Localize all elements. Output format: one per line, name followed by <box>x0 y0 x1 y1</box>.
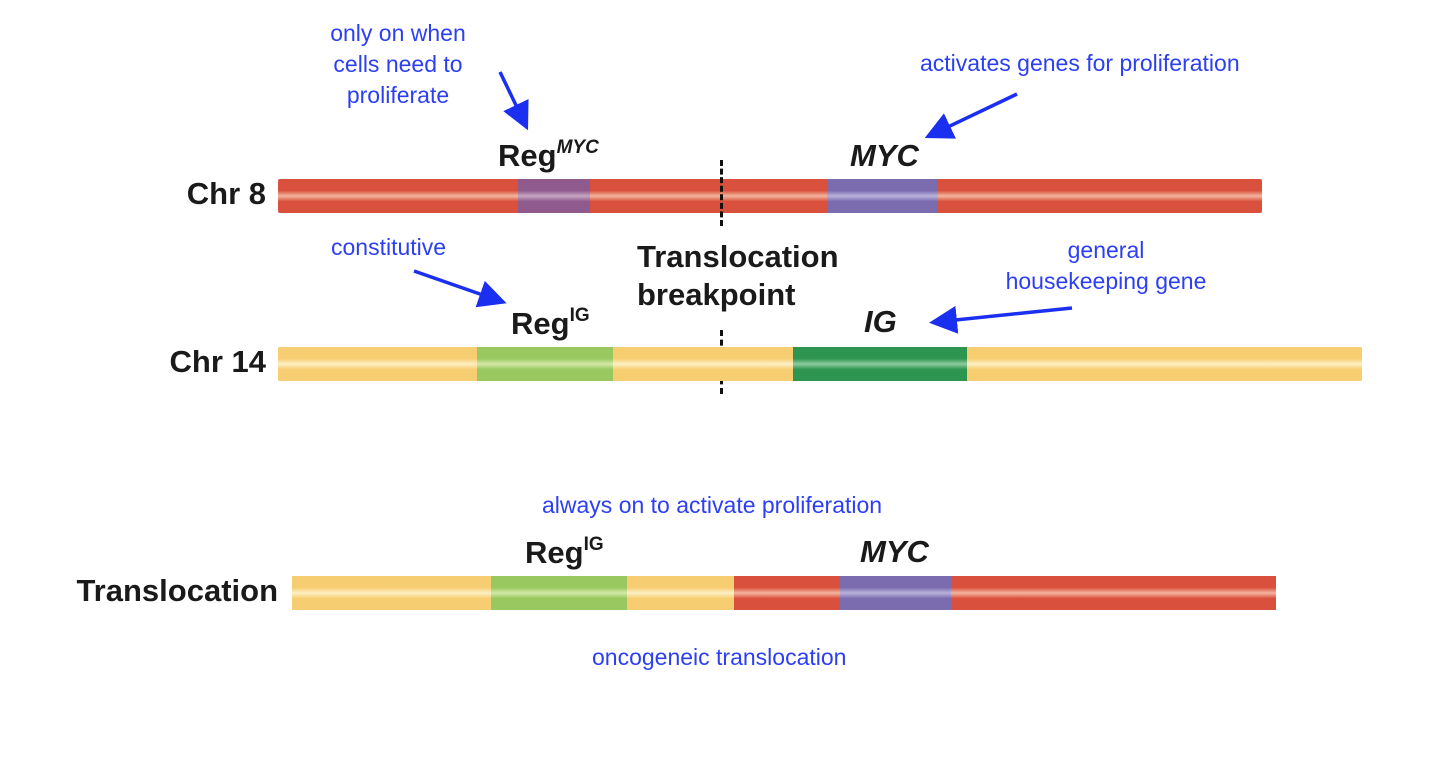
myc-segment <box>827 179 938 213</box>
chr8-label: Chr 8 <box>186 176 266 211</box>
translocation-myc-segment <box>840 576 951 610</box>
reg-ig-label-chr14: RegIG <box>511 304 590 341</box>
arrow-to-reg-myc <box>498 71 529 131</box>
reg-myc-segment <box>518 179 590 213</box>
reg-myc-superscript: MYC <box>556 136 599 158</box>
myc-label-translocation: MYC <box>860 534 929 569</box>
chr8-chromosome <box>278 179 1262 213</box>
translocation-chr8-part <box>734 576 1276 610</box>
note-oncogeneic-translocation: oncogeneic translocation <box>592 644 847 670</box>
reg-ig-label-translocation: RegIG <box>525 533 604 570</box>
chr14-chromosome <box>278 347 1362 381</box>
reg-ig-superscript-chr14: IG <box>569 304 590 326</box>
ig-segment <box>793 347 967 381</box>
translocation-chromosome <box>292 576 1276 610</box>
arrow-to-myc <box>924 92 1018 139</box>
reg-myc-label: RegMYC <box>498 136 599 173</box>
translocation-row-label: Translocation <box>76 573 278 608</box>
ig-label: IG <box>864 304 897 339</box>
chr14-label: Chr 14 <box>169 344 266 379</box>
breakpoint-line-chr8 <box>720 160 723 226</box>
arrow-to-reg-ig <box>413 269 507 308</box>
note-general-housekeeping-gene: general housekeeping gene <box>1005 237 1207 294</box>
translocation-breakpoint-label: Translocation breakpoint <box>637 239 839 312</box>
reg-ig-segment <box>477 347 613 381</box>
note-activates-genes: activates genes for proliferation <box>920 50 1240 76</box>
myc-label-chr8: MYC <box>850 138 919 173</box>
note-constitutive: constitutive <box>331 234 447 260</box>
reg-ig-superscript-translocation: IG <box>583 533 604 555</box>
arrow-to-ig <box>929 305 1073 334</box>
note-only-on-when-proliferate: only on when cells need to proliferate <box>330 20 466 108</box>
translocation-reg-ig-segment <box>491 576 627 610</box>
note-always-on: always on to activate proliferation <box>542 492 883 518</box>
